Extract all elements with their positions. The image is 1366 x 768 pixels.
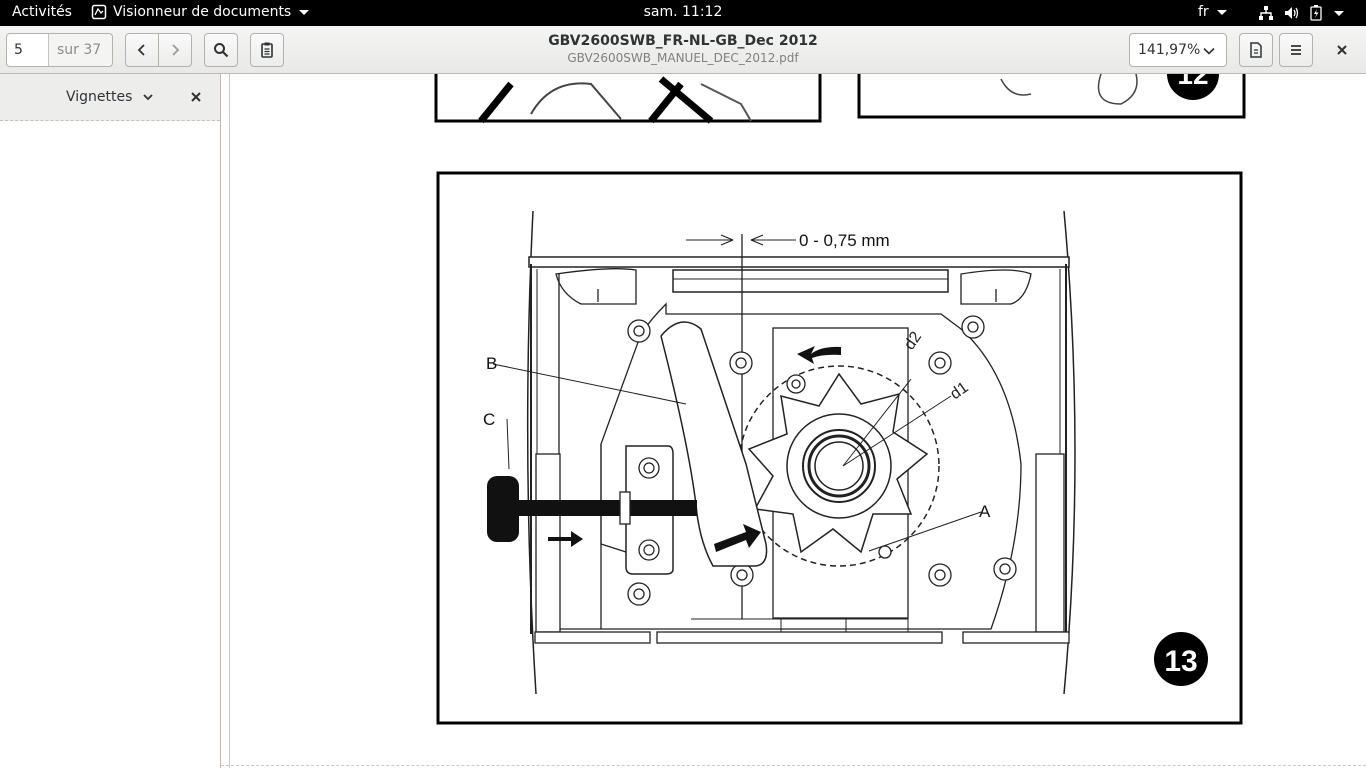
language-label: fr <box>1198 4 1209 20</box>
figure-13: 0 - 0,75 mm d2 d1 A <box>436 171 1243 725</box>
page-total-label: sur 37 <box>49 34 112 66</box>
header-bar: 5 sur 37 GBV2600SWB_FR-NL-GB_Dec 2012 GB… <box>0 26 1366 74</box>
chevron-left-icon <box>137 44 145 56</box>
search-icon <box>214 43 229 58</box>
chevron-right-icon <box>172 44 180 56</box>
page-left-edge <box>229 74 230 768</box>
search-button[interactable] <box>204 33 238 67</box>
sidebar-close-button[interactable] <box>188 89 204 109</box>
caret-down-icon <box>1334 10 1344 16</box>
clipboard-icon <box>261 42 273 58</box>
sidebar: Vignettes <box>0 74 221 768</box>
close-window-button[interactable] <box>1331 40 1353 64</box>
previous-page-button[interactable] <box>125 33 159 67</box>
dimension-label: 0 - 0,75 mm <box>799 231 890 250</box>
annotations-button[interactable] <box>250 33 284 67</box>
close-icon <box>191 92 201 102</box>
chevron-down-icon <box>143 94 154 101</box>
caret-down-icon <box>1216 9 1227 15</box>
system-menu[interactable] <box>1258 5 1344 21</box>
label-c: C <box>483 410 495 429</box>
figure-12-fragment: 12 <box>857 74 1246 119</box>
activities-button[interactable]: Activités <box>12 4 72 20</box>
document-view[interactable]: 12 <box>221 74 1366 768</box>
gnome-top-bar: Activités Visionneur de documents sam. 1… <box>0 0 1366 26</box>
next-page-button[interactable] <box>158 33 192 67</box>
volume-icon <box>1285 7 1299 19</box>
figure-11-fragment <box>434 74 822 124</box>
battery-icon <box>1310 5 1322 21</box>
figure-12-number: 12 <box>1177 74 1208 90</box>
main-menu-button[interactable] <box>1279 33 1313 67</box>
document-viewer-icon <box>91 4 107 20</box>
app-menu[interactable]: Visionneur de documents <box>91 4 310 20</box>
page-separator <box>221 765 1366 766</box>
label-b: B <box>486 354 497 373</box>
hamburger-menu-icon <box>1291 45 1301 55</box>
app-menu-label: Visionneur de documents <box>113 4 292 20</box>
chevron-down-icon <box>1203 47 1215 55</box>
document-icon <box>1250 42 1262 58</box>
network-icon <box>1259 6 1273 20</box>
zoom-value: 141,97% <box>1138 42 1201 58</box>
sidebar-mode-label: Vignettes <box>66 89 133 105</box>
close-icon <box>1337 45 1347 55</box>
page-number-input[interactable]: 5 <box>7 34 49 66</box>
page-selector[interactable]: 5 sur 37 <box>6 33 113 67</box>
document-properties-button[interactable] <box>1239 33 1273 67</box>
caret-down-icon <box>299 9 310 15</box>
clock[interactable]: sam. 11:12 <box>643 4 723 20</box>
figure-13-number: 13 <box>1164 645 1197 678</box>
sidebar-header: Vignettes <box>0 74 220 121</box>
label-a: A <box>979 502 991 521</box>
language-selector[interactable]: fr <box>1198 4 1227 20</box>
page-content: 12 <box>434 74 1246 725</box>
sidebar-mode-selector[interactable]: Vignettes <box>66 89 154 105</box>
zoom-selector[interactable]: 141,97% <box>1129 33 1227 67</box>
